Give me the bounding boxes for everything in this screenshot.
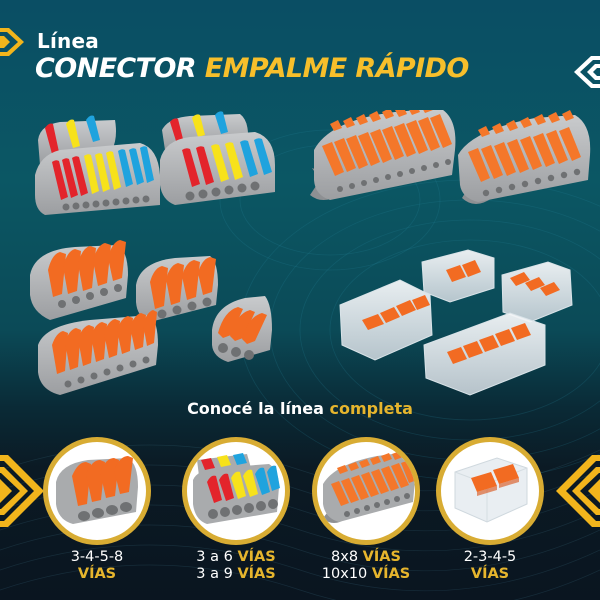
double-chevron-right-icon [0,455,44,527]
header: Línea CONECTOR EMPALME RÁPIDO [0,0,600,100]
double-chevron-right-icon [0,28,24,56]
caption-line-2: VÍAS [470,566,510,582]
transparent-connector-5 [423,312,546,396]
product-caption: 3-4-5-8 VÍAS [27,549,167,583]
caption-line-2: 3 a 9 VÍAS [196,566,276,582]
transparent-connector-2 [421,249,495,303]
product-caption: 3 a 6 VÍAS 3 a 9 VÍAS [166,549,306,583]
multi-connector-image [321,451,415,523]
transparent-connector-4 [339,279,433,361]
title-white-word: CONECTOR [35,53,197,84]
title-line-2: CONECTOR EMPALME RÁPIDO [35,53,469,84]
caption-line-1: 3 a 6 VÍAS [196,549,276,565]
double-chevron-left-icon [556,455,600,527]
tagline: Conocé la línea completa [0,399,600,418]
caption-line-2: VÍAS [77,566,117,582]
tagline-highlight: completa [329,399,413,418]
transparent-connector-image [454,457,528,523]
caption-line-1: 2-3-4-5 [463,549,517,565]
split-connector-6 [160,111,275,205]
lever-connector-4 [136,256,218,322]
caption-line-2: 10x10 VÍAS [321,566,411,582]
product-card-split-connector[interactable] [182,437,290,545]
double-chevron-left-icon [574,56,600,88]
caption-line-1: 3-4-5-8 [70,549,124,565]
connector-8x8 [458,110,591,204]
lever-connector-5 [30,240,128,320]
transparent-connector-3 [501,261,573,323]
title-yellow-words: EMPALME RÁPIDO [204,53,470,84]
product-caption: 2-3-4-5 VÍAS [420,549,560,583]
split-connector-image [193,453,280,524]
lever-connector-8 [38,310,158,395]
lever-connector-image [56,456,138,524]
split-connector-9 [35,115,160,215]
product-showcase [30,110,591,396]
title-line-1: Línea [37,29,99,53]
lever-connector-3 [212,296,272,362]
product-card-multi-connector[interactable] [312,437,420,545]
product-card-transparent-connector[interactable] [436,437,544,545]
product-caption: 8x8 VÍAS 10x10 VÍAS [296,549,436,583]
connector-10x10 [310,110,456,200]
caption-line-1: 8x8 VÍAS [331,549,401,565]
product-card-lever-connector[interactable] [43,437,151,545]
tagline-text: Conocé la línea [187,399,324,418]
